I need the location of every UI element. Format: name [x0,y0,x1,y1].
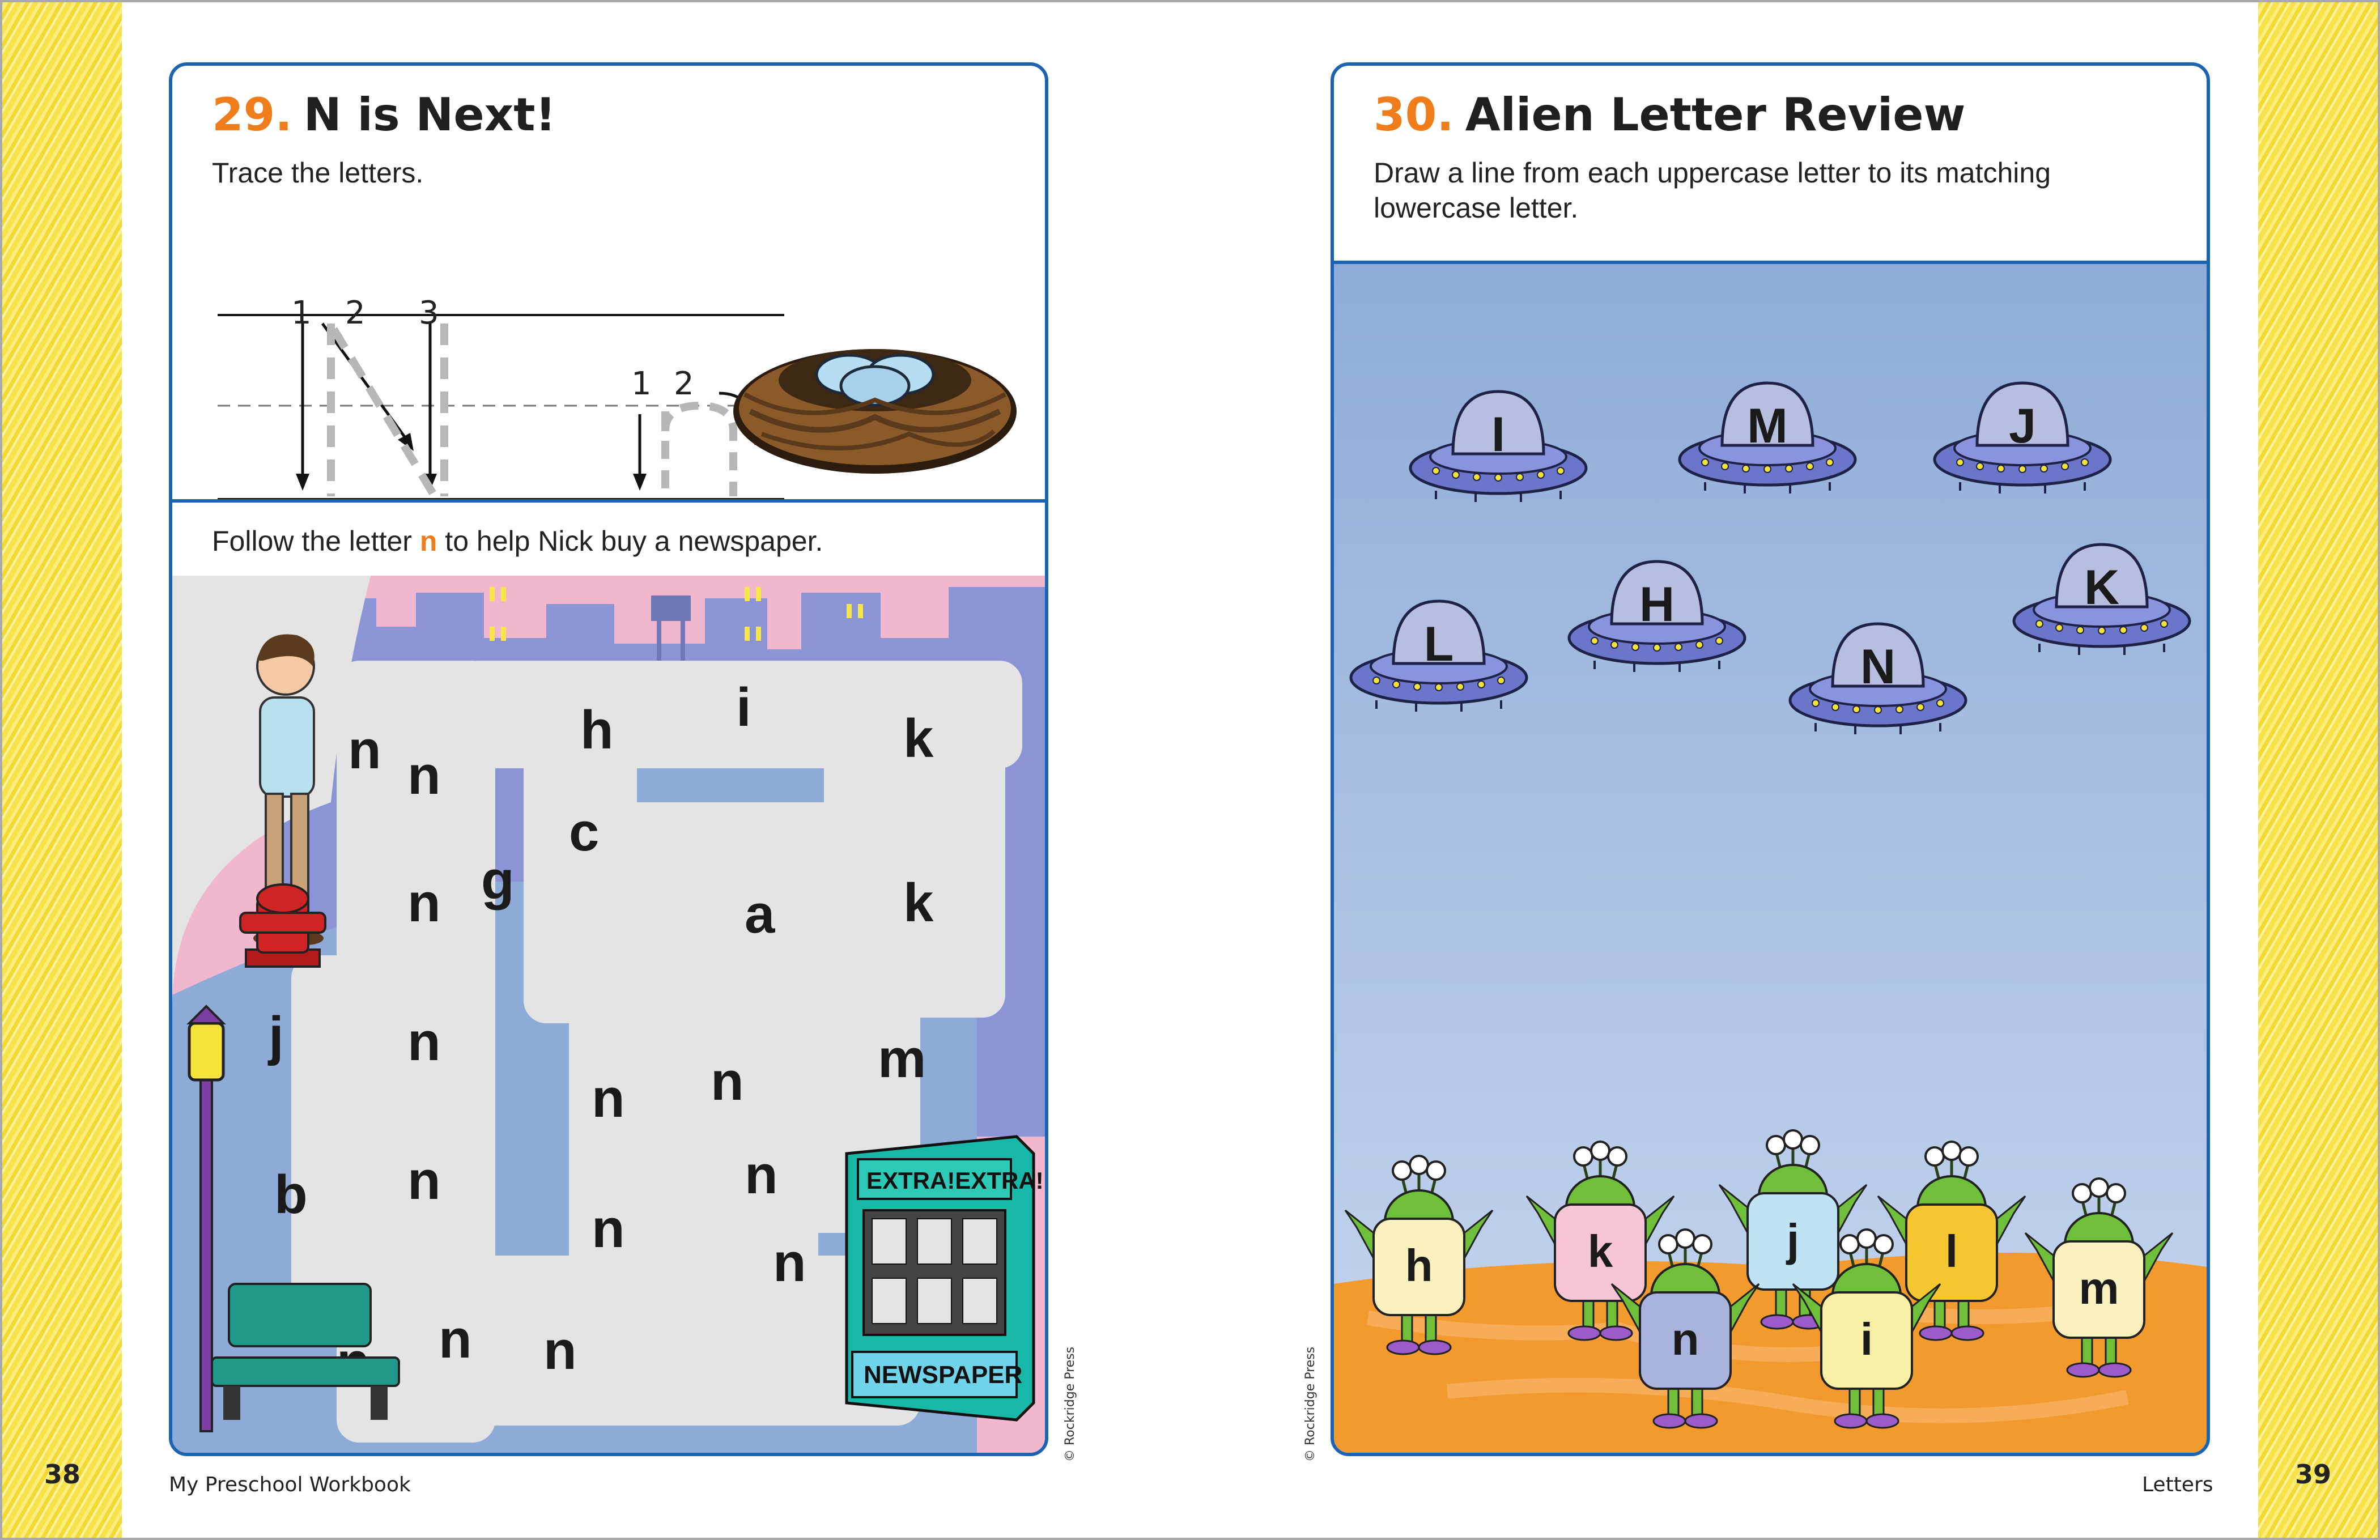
lowercase-n-trace [661,401,737,496]
stroke-number: 2 [674,365,694,402]
section-divider [1334,261,2207,264]
stroke-number: 1 [291,295,312,331]
alien-j: j [1719,1130,1867,1329]
right-footer-title: Letters [2142,1473,2213,1496]
maze-instruction-start: Follow the letter [212,525,412,557]
section-divider [172,499,1045,503]
maze-letter: n [592,1198,625,1259]
ufo-i: I [1410,392,1586,502]
bird-nest-illustration [733,349,1017,474]
maze-instruction-end: to help Nick buy a newspaper. [445,525,823,557]
alien-shirt-letter: h [1405,1240,1433,1291]
activity-30-title: 30.Alien Letter Review [1374,88,1965,141]
maze-letter: n [773,1232,806,1293]
maze-letter: n [543,1320,577,1381]
activity-29-card: 29.N is Next! Trace the letters. [169,62,1048,1456]
activity-title-text: Alien Letter Review [1465,88,1966,141]
maze-instruction: Follow the letter n to help Nick buy a n… [212,525,823,558]
activity-number: 29. [212,88,292,141]
alien-h: h [1345,1156,1493,1354]
alien-k: k [1527,1142,1674,1340]
stroke-number: 1 [631,365,652,402]
maze-path [172,576,1022,1443]
activity-29-title: 29.N is Next! [212,88,556,141]
maze-letter: n [439,1309,472,1369]
maze-letter: n [711,1051,744,1112]
right-copyright: © Rockridge Press [1303,1346,1318,1462]
activity-30-card: 30.Alien Letter Review Draw a line from … [1331,62,2210,1456]
ufo-j: J [1935,383,2110,494]
maze-letter: k [903,873,934,933]
uppercase-n-trace [327,324,448,496]
maze-letter: n [407,873,441,933]
maze-letter: n [592,1068,625,1129]
alien-shirt-letter: i [1860,1314,1873,1364]
alien-shirt-letter: l [1945,1226,1958,1277]
maze-letter: m [878,1028,926,1089]
ufo-letter: H [1639,577,1674,632]
letter-tracing-area: 1 2 3 1 2 [218,295,1017,500]
alien-n: n [1612,1230,1759,1428]
maze-letter: k [903,708,934,769]
ufo-letter: J [2009,399,2036,453]
maze-letter: a [745,884,775,945]
alien-shirt-letter: j [1786,1215,1799,1265]
alien-l: l [1878,1142,2025,1340]
ufo-n: N [1790,624,1966,734]
ufo-letter: N [1860,640,1896,694]
ufo-letter: L [1424,617,1454,671]
stand-sign: NEWSPAPER [864,1361,1022,1389]
alien-matching-scene: I M J H K L N h k j l m [1334,264,2207,1453]
ufo-l: L [1351,601,1527,712]
alien-shirt-letter: n [1672,1314,1699,1364]
letter-maze-scene: n n h i k c g n k a j n m n n n b n n n … [172,576,1045,1453]
left-crayon-border [0,0,122,1540]
stroke-number: 3 [419,295,439,331]
alien-m: m [2025,1179,2173,1377]
alien-instruction-line-1: Draw a line from each uppercase letter t… [1374,157,2051,189]
stroke-number: 2 [345,295,366,331]
right-page-number: 39 [2295,1459,2332,1490]
right-crayon-border [2258,0,2380,1540]
activity-number: 30. [1374,88,1454,141]
newspaper-stand: EXTRA!EXTRA! NEWSPAPER [845,1135,1044,1422]
ufo-letter: K [2084,560,2119,615]
maze-letter: c [569,802,599,862]
maze-highlight-letter: n [419,525,437,557]
maze-letter: n [407,745,441,806]
left-footer-title: My Preschool Workbook [169,1473,411,1496]
water-tower [651,595,691,666]
alien-i: i [1793,1230,1940,1428]
maze-letter: g [481,850,515,911]
ufo-letter: I [1491,407,1505,462]
maze-letter: n [745,1145,778,1205]
ufo-k: K [2014,544,2190,655]
maze-letter: n [407,1011,441,1072]
alien-shirt-letter: m [2079,1263,2119,1313]
maze-letter: n [407,1150,441,1211]
maze-letter: n [348,720,381,780]
alien-instruction-line-2: lowercase letter. [1374,192,1579,224]
fire-hydrant [239,883,326,968]
ufo-letter: M [1747,399,1788,453]
left-copyright: © Rockridge Press [1063,1346,1077,1462]
uppercase-n-model [296,322,437,491]
maze-letter: j [267,1006,284,1066]
activity-title-text: N is Next! [303,88,556,141]
left-page-number: 38 [44,1459,81,1490]
ufo-h: H [1569,561,1745,672]
maze-letter: b [274,1164,308,1225]
alien-shirt-letter: k [1588,1226,1613,1277]
park-bench [211,1283,400,1420]
ufo-m: M [1680,383,1855,494]
trace-instruction: Trace the letters. [212,157,424,189]
maze-letter: i [736,677,751,738]
maze-letter: h [580,700,614,760]
street-lamp [186,1005,226,1432]
stand-banner: EXTRA!EXTRA! [866,1167,1044,1194]
